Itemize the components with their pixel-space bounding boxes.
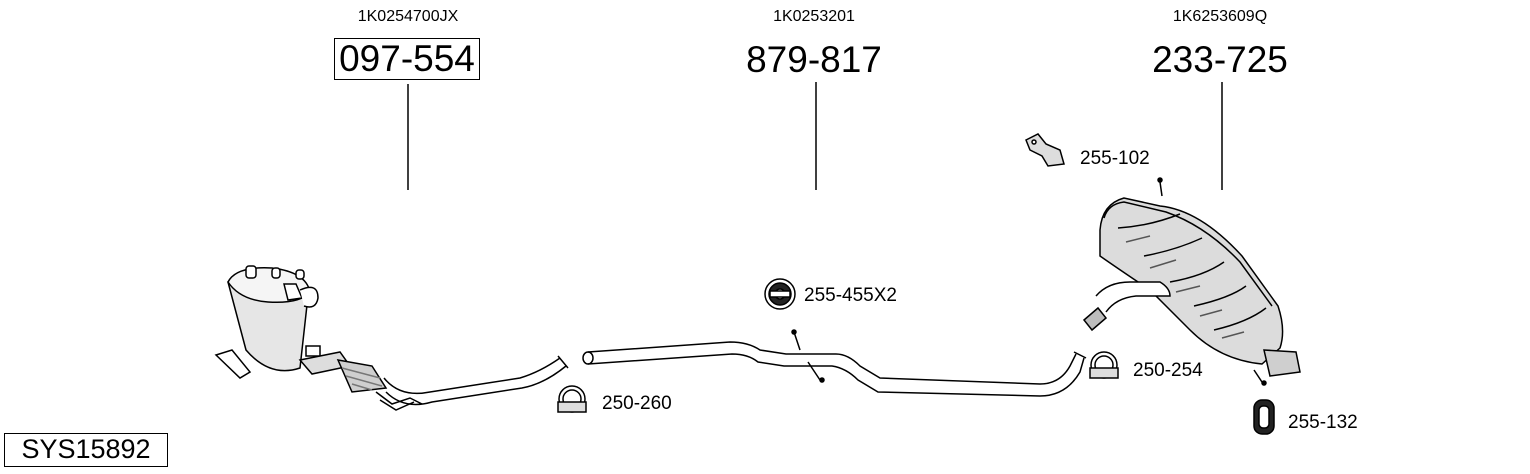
oe-number-3: 1K6253609Q [1172,8,1268,25]
part-number-3[interactable]: 233-725 [1152,39,1288,80]
hanger-bracket-icon [1025,133,1065,167]
part-number-2[interactable]: 879-817 [746,39,882,80]
accessory-label-clamp-front[interactable]: 250-260 [602,393,672,414]
front-pipe-icon [383,357,567,406]
accessory-label-rubber-mount[interactable]: 255-455X2 [804,285,897,306]
accessory-label-clamp-rear[interactable]: 250-254 [1133,360,1203,381]
pipe-clamp-icon [1089,351,1119,379]
middle-pipe-icon [582,329,1087,397]
rear-silencer-icon [1082,177,1301,386]
oe-number-2: 1K0253201 [773,8,855,25]
system-code: SYS15892 [4,433,168,467]
part-number-1: 097-554 [339,38,475,79]
accessory-label-rubber-hanger[interactable]: 255-132 [1288,412,1358,433]
rubber-hanger-icon [1253,399,1275,435]
oe-number-1: 1K0254700JX [357,8,459,25]
pipe-clamp-icon [557,385,587,413]
diesel-particulate-filter-icon [214,265,423,411]
part-number-box-1[interactable]: 097-554 [334,38,480,80]
accessory-label-hanger-bracket[interactable]: 255-102 [1080,148,1150,169]
rubber-mount-icon [764,278,796,310]
